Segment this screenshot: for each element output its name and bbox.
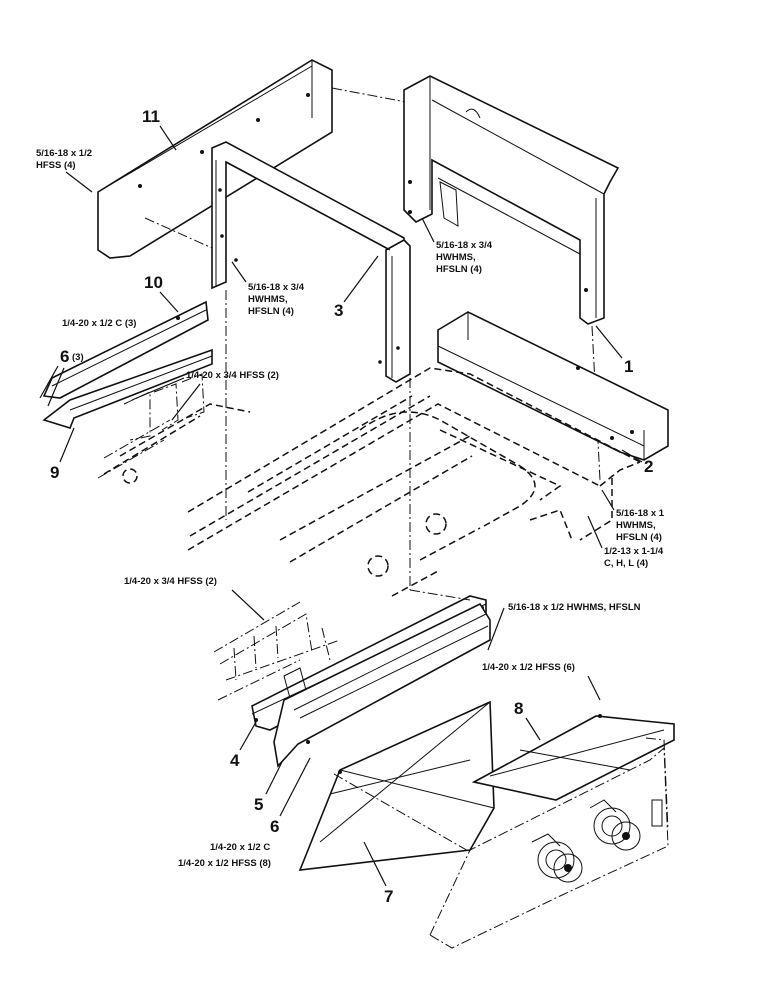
callout-1: 1 xyxy=(624,357,633,376)
part-2-base-channel xyxy=(437,311,669,461)
machine-frame-phantom xyxy=(103,367,641,597)
callout-numbers: 11 3 1 2 10 6 (3) 9 4 5 6 7 8 xyxy=(39,107,653,906)
hw-base-bolt-line1: 5/16-18 x 1 xyxy=(616,508,665,519)
part-3-u-frame xyxy=(211,141,411,590)
hw-chl-line2: C, H, L (4) xyxy=(604,558,648,569)
hw-frame-bolt-line3: HFSLN (4) xyxy=(248,306,294,317)
callout-6-qty-number: 6 xyxy=(60,347,69,366)
callout-4: 4 xyxy=(230,751,240,770)
callout-11: 11 xyxy=(142,107,160,126)
part-8-upper-panel xyxy=(471,714,675,801)
hw-shield10-hfss: 1/4-20 x 3/4 HFSS (2) xyxy=(186,370,279,381)
callout-7: 7 xyxy=(384,887,393,906)
hw-chl-line1: 1/2-13 x 1-1/4 xyxy=(604,546,664,557)
part-9-lower-shield xyxy=(42,348,213,484)
callout-8: 8 xyxy=(514,699,523,718)
hw-frame-bolt-line1: 5/16-18 x 3/4 xyxy=(248,282,305,293)
part-7-lower-panel xyxy=(298,700,495,871)
hw-shield10-c: 1/4-20 x 1/2 C (3) xyxy=(62,318,136,329)
hw-shield-bolt-line1: 5/16-18 x 3/4 xyxy=(436,240,493,251)
hw-frame-bolt-line2: HWHMS, xyxy=(248,294,288,305)
hw-shield-bolt-line3: HFSLN (4) xyxy=(436,264,482,275)
hardware-labels: 5/16-18 x 1/2 HFSS (4) 5/16-18 x 3/4 HWH… xyxy=(36,148,665,869)
hw-base-bolt-line2: HWHMS, xyxy=(616,520,656,531)
hw-hfss-top-line1: 5/16-18 x 1/2 xyxy=(36,148,92,159)
mid-brackets-phantom xyxy=(213,601,341,701)
part-1-front-shroud xyxy=(403,75,620,481)
callout-5: 5 xyxy=(254,795,263,814)
callout-9: 9 xyxy=(50,463,59,482)
hw-base-bolt-line3: HFSLN (4) xyxy=(616,532,662,543)
callout-6-qty: (3) xyxy=(72,352,84,363)
callout-6: 6 xyxy=(270,817,279,836)
hw-hwhms-long: 5/16-18 x 1/2 HWHMS, HFSLN xyxy=(508,602,641,613)
alignment-lines xyxy=(333,589,471,853)
part-10-upper-shield xyxy=(42,300,209,399)
hw-panel8-hfss: 1/4-20 x 1/2 HFSS (6) xyxy=(482,662,575,673)
part-5-plate xyxy=(273,602,491,768)
hw-bottom-c: 1/4-20 x 1/2 C xyxy=(210,842,270,853)
hw-hfss-top-line2: HFSS (4) xyxy=(36,160,76,171)
callout-2: 2 xyxy=(644,457,653,476)
hw-bottom-hfss: 1/4-20 x 1/2 HFSS (8) xyxy=(178,858,271,869)
hw-shield-bolt-line2: HWHMS, xyxy=(436,252,476,263)
callout-3: 3 xyxy=(334,301,343,320)
callout-10: 10 xyxy=(144,273,163,292)
gearbox-assembly-phantom xyxy=(429,737,669,949)
hw-mid-hfss: 1/4-20 x 3/4 HFSS (2) xyxy=(124,576,217,587)
